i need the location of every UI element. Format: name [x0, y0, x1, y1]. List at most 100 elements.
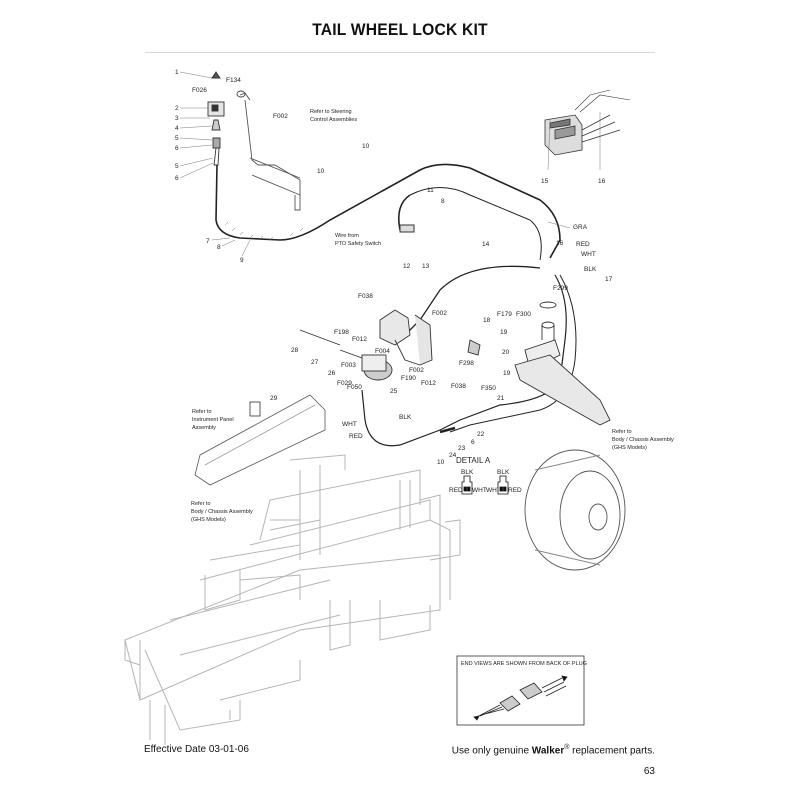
callout-28: 28: [291, 347, 299, 354]
end-view-box: END VIEWS ARE SHOWN FROM BACK OF PLUG: [456, 655, 587, 726]
note-body-right-line2: Body / Chassis Assembly: [612, 437, 674, 443]
detail-a-blk-left: BLK: [461, 469, 474, 476]
callout-11: 11: [427, 187, 434, 194]
callout-23: 23: [458, 445, 466, 452]
callout-5b: 5: [175, 163, 179, 170]
callout-10b: 10: [317, 168, 325, 175]
switch-stack: [207, 71, 225, 166]
detail-a: DETAIL A BLK RED WHT BLK WHT RED: [449, 456, 522, 495]
callout-4: 4: [175, 125, 179, 132]
note-instrument-line3: Assembly: [192, 425, 216, 431]
code-f003: F003: [341, 362, 356, 369]
page-number: 63: [643, 766, 655, 777]
callout-8a: 8: [217, 244, 221, 251]
detail-a-wht-right: WHT: [486, 487, 501, 494]
note-instrument-line1: Refer to: [192, 409, 212, 415]
code-f190: F190: [401, 375, 416, 382]
footer-brand: Walker: [531, 745, 565, 757]
leader-lines: [179, 71, 601, 257]
callout-6c: 6: [471, 439, 475, 446]
note-body-right-line3: (GHS Models): [612, 445, 647, 451]
callout-8b: 8: [441, 198, 445, 205]
code-f198: F198: [334, 329, 349, 336]
callout-10c: 10: [437, 459, 445, 466]
note-steering-line2: Control Assemblies: [310, 117, 357, 123]
note-steering-line1: Refer to Steering: [310, 109, 352, 115]
code-f298: F298: [459, 360, 474, 367]
detail-a-title: DETAIL A: [456, 456, 491, 465]
callout-6a: 6: [175, 145, 179, 152]
callout-25: 25: [390, 388, 398, 395]
connector-block: [544, 89, 631, 156]
detail-a-blk-right: BLK: [497, 469, 510, 476]
code-f050: F050: [347, 384, 362, 391]
callout-13: 13: [422, 263, 430, 270]
callout-12: 12: [403, 263, 411, 270]
code-f038-left: F038: [358, 293, 373, 300]
callout-1: 1: [175, 69, 179, 76]
note-pto-line2: PTO Safety Switch: [335, 241, 381, 247]
callout-10a: 10: [362, 143, 370, 150]
wire-gra: GRA: [573, 224, 588, 231]
note-instrument-line2: Instrument Panel: [192, 417, 234, 423]
callout-20: 20: [502, 349, 510, 356]
callout-29: 29: [270, 395, 278, 402]
note-body-left-line2: Body / Chassis Assembly: [191, 509, 253, 515]
wire-tape: [224, 221, 304, 241]
end-view-label: END VIEWS ARE SHOWN FROM BACK OF PLUG: [461, 661, 587, 667]
code-f029: F029: [337, 380, 352, 387]
callout-2: 2: [175, 105, 179, 112]
title-divider: [145, 52, 655, 53]
wire-blk-lower: BLK: [399, 414, 412, 421]
callout-16a: 16: [598, 178, 606, 185]
effective-date: Effective Date 03-01-06: [144, 744, 249, 755]
pto-plug: [399, 224, 415, 233]
wire-red-lower: RED: [349, 433, 363, 440]
callout-26: 26: [328, 370, 336, 377]
callout-21: 21: [497, 395, 505, 402]
callout-22: 22: [477, 431, 485, 438]
code-f012-right: F012: [421, 380, 436, 387]
footer-prefix: Use only genuine: [451, 745, 532, 757]
callout-17: 17: [605, 276, 613, 283]
code-f002-right: F002: [432, 310, 447, 317]
detail-a-red-left: RED: [449, 487, 463, 494]
detail-a-red-right: RED: [508, 487, 522, 494]
code-f299: F299: [553, 285, 568, 292]
note-body-left-line1: Refer to: [191, 501, 211, 507]
callout-3: 3: [175, 115, 179, 122]
tail-wheel: [524, 449, 626, 571]
footer-registered-mark: ®: [564, 744, 570, 751]
part-codes: F134 F026 F002 F038 F198 F012 F004 F003 …: [192, 77, 568, 392]
callout-numbers: 1 2 3 4 5 6 5 6 7 8 9 10 10 11 8 12 13 1…: [175, 69, 613, 466]
callout-24: 24: [449, 452, 457, 459]
page-title: TAIL WHEEL LOCK KIT: [312, 20, 488, 39]
reference-notes: Refer to Steering Control Assemblies Wir…: [191, 109, 674, 523]
code-f179: F179: [497, 311, 512, 318]
chassis-frame: [124, 454, 461, 745]
callout-7: 7: [206, 238, 210, 245]
callout-27: 27: [311, 359, 319, 366]
wire-blk: BLK: [584, 266, 597, 273]
lock-actuator: [299, 309, 481, 381]
callout-16b: 16: [556, 240, 564, 247]
callout-6b: 6: [175, 175, 179, 182]
code-f038-right: F038: [451, 383, 466, 390]
wire-wht-lower: WHT: [342, 421, 357, 428]
callout-9: 9: [240, 257, 244, 264]
callout-19b: 19: [503, 370, 511, 377]
detail-a-wht-left: WHT: [472, 487, 487, 494]
code-f004: F004: [375, 348, 390, 355]
steering-bracket: [236, 90, 301, 211]
instrument-panel: [194, 394, 326, 486]
code-f134: F134: [226, 77, 241, 84]
code-f012-left: F012: [352, 336, 367, 343]
callout-14: 14: [482, 241, 490, 248]
note-pto-line1: Wire from: [335, 233, 359, 239]
footer-suffix: replacement parts.: [569, 745, 655, 757]
callout-5a: 5: [175, 135, 179, 142]
code-f002-mid: F002: [409, 367, 424, 374]
callout-18: 18: [483, 317, 491, 324]
note-body-right-line1: Refer to: [612, 429, 632, 435]
